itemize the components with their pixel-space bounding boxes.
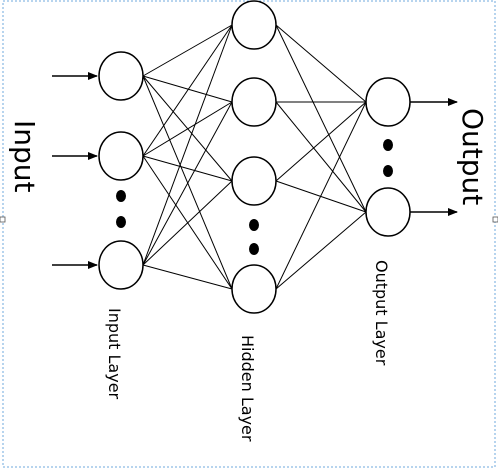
hidden-output-connection bbox=[275, 101, 367, 213]
output-title: Output bbox=[456, 108, 489, 205]
input-hidden-connection bbox=[142, 155, 233, 182]
output-neuron bbox=[365, 187, 411, 237]
hidden-layer-label: Hidden Layer bbox=[238, 335, 257, 442]
hidden-output-connection bbox=[275, 211, 367, 290]
hidden-neuron bbox=[231, 264, 277, 314]
ellipsis-dot bbox=[116, 190, 126, 202]
input-hidden-connection bbox=[142, 101, 233, 266]
hidden-output-connection bbox=[275, 24, 367, 103]
input-neuron bbox=[98, 51, 144, 101]
output-layer-label: Output Layer bbox=[372, 260, 391, 366]
hidden-neuron bbox=[231, 156, 277, 206]
output-layer-neurons bbox=[365, 77, 411, 237]
input-hidden-connection bbox=[142, 101, 233, 157]
input-hidden-connection bbox=[142, 24, 233, 77]
output-arrows bbox=[410, 98, 458, 216]
input-neuron bbox=[98, 240, 144, 290]
hidden-layer-neurons bbox=[231, 0, 277, 314]
input-hidden-connection bbox=[142, 180, 233, 266]
input-title: Input bbox=[8, 120, 41, 193]
ellipsis-dot bbox=[383, 165, 393, 177]
input-hidden-connection bbox=[142, 24, 233, 266]
input-neuron bbox=[98, 131, 144, 181]
selection-handle-left[interactable] bbox=[0, 216, 6, 223]
ellipsis-dot bbox=[249, 243, 259, 255]
selection-handle-right[interactable] bbox=[492, 216, 498, 223]
hidden-neuron bbox=[231, 0, 277, 50]
connections bbox=[142, 24, 367, 290]
input-hidden-connection bbox=[142, 264, 233, 290]
hidden-output-connection bbox=[275, 101, 367, 290]
hidden-output-connection bbox=[275, 24, 367, 213]
ellipsis-dot bbox=[383, 139, 393, 151]
input-hidden-connection bbox=[142, 24, 233, 157]
hidden-neuron bbox=[231, 77, 277, 127]
output-neuron bbox=[365, 77, 411, 127]
hidden-output-connection bbox=[275, 101, 367, 182]
input-layer-label: Input Layer bbox=[105, 308, 124, 400]
ellipsis-dots bbox=[116, 139, 393, 255]
ellipsis-dot bbox=[116, 216, 126, 228]
ellipsis-dot bbox=[249, 219, 259, 231]
input-hidden-connection bbox=[142, 75, 233, 103]
input-layer-neurons bbox=[98, 51, 144, 290]
input-arrows bbox=[52, 72, 98, 269]
